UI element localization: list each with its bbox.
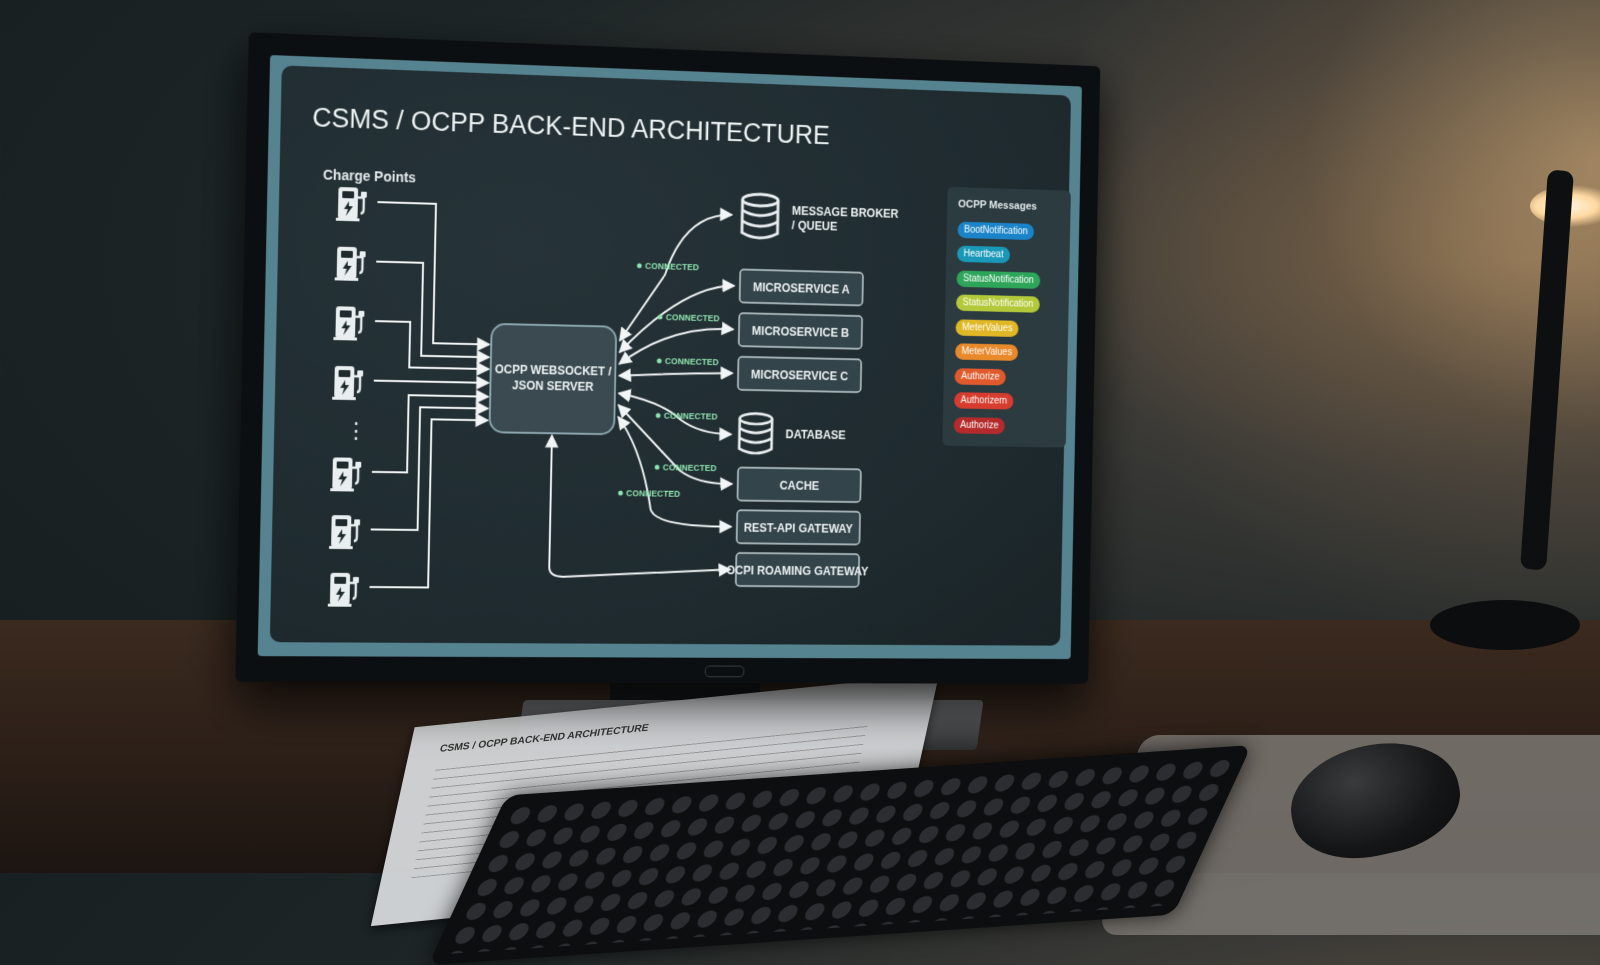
desk-lamp-base [1430, 600, 1580, 650]
charge-point-icon [333, 305, 366, 342]
svg-text:MICROSERVICE A: MICROSERVICE A [753, 280, 850, 296]
message-pill: BootNotification [957, 221, 1035, 241]
link-microservice-c [619, 371, 732, 378]
svg-text:MICROSERVICE B: MICROSERVICE B [752, 324, 850, 340]
connected-label: CONNECTED [663, 462, 717, 473]
monitor: CSMS / OCPP BACK-END ARCHITECTURE Charge… [235, 32, 1100, 684]
cp-link-4 [374, 381, 489, 383]
connected-label: CONNECTED [665, 356, 719, 367]
ocpp-server-node [489, 324, 616, 434]
ocpp-messages-panel: OCPP Messages BootNotification Heartbeat… [942, 186, 1071, 448]
connected-label: CONNECTED [666, 312, 720, 323]
monitor-brand-logo [704, 665, 745, 678]
architecture-diagram: ⋮ OCPP WEBSOCKET / JSON SERVER [270, 65, 1071, 645]
charge-point-icon [331, 364, 365, 402]
message-pill: MeterValues [955, 343, 1019, 361]
message-pill: Authorizern [954, 392, 1014, 410]
charge-point-icon [329, 456, 363, 493]
wall-lamp-glow [1080, 0, 1600, 640]
microservice-a-node: MICROSERVICE A [740, 269, 863, 305]
charge-point-icon [335, 185, 369, 223]
cp-link-1 [375, 202, 493, 344]
svg-text:CACHE: CACHE [779, 479, 819, 493]
database-label: DATABASE [785, 427, 845, 442]
ocpi-roaming-gateway-node: OCPI ROAMING GATEWAY [726, 553, 869, 587]
paper-title: CSMS / OCPP BACK-END ARCHITECTURE [438, 722, 650, 755]
ocpp-server-label-1: OCPP WEBSOCKET / [495, 362, 613, 378]
message-broker-label-2: / QUEUE [791, 218, 837, 233]
connected-label: CONNECTED [626, 488, 681, 499]
diagram-panel: CSMS / OCPP BACK-END ARCHITECTURE Charge… [270, 65, 1071, 645]
rest-api-gateway-node: REST-API GATEWAY [737, 510, 861, 544]
svg-text:MICROSERVICE C: MICROSERVICE C [751, 368, 849, 384]
message-pill: MeterValues [955, 319, 1019, 338]
cp-link-3 [374, 321, 490, 369]
message-pill: Authorize [954, 368, 1007, 386]
message-broker-icon [761, 197, 780, 240]
message-pill: Heartbeat [956, 245, 1011, 264]
svg-text:REST-API GATEWAY: REST-API GATEWAY [744, 521, 853, 536]
charge-point-icon [328, 513, 362, 551]
microservice-c-node: MICROSERVICE C [738, 357, 862, 392]
connection-labels: CONNECTED CONNECTED CONNECTED CONNECTED … [618, 261, 720, 499]
link-ocpi-roaming [549, 435, 733, 578]
charge-point-icon [327, 571, 361, 609]
svg-text:OCPI ROAMING GATEWAY: OCPI ROAMING GATEWAY [726, 564, 868, 579]
monitor-screen: CSMS / OCPP BACK-END ARCHITECTURE Charge… [258, 55, 1082, 659]
connected-label: CONNECTED [645, 261, 700, 272]
charge-point-icon [334, 245, 367, 283]
connected-label: CONNECTED [664, 411, 718, 422]
charge-points-ellipsis: ⋮ [345, 419, 367, 444]
microservice-b-node: MICROSERVICE B [739, 313, 862, 349]
message-pill: Authorize [953, 417, 1006, 435]
ocpp-messages-title: OCPP Messages [958, 198, 1037, 213]
message-pill: StatusNotification [956, 270, 1041, 289]
database-icon [758, 423, 774, 455]
message-pill: StatusNotification [956, 294, 1040, 313]
message-broker-label-1: MESSAGE BROKER [792, 204, 899, 221]
ocpp-server-label-2: JSON SERVER [512, 378, 594, 393]
cp-link-7 [370, 418, 488, 588]
cache-node: CACHE [737, 467, 861, 502]
